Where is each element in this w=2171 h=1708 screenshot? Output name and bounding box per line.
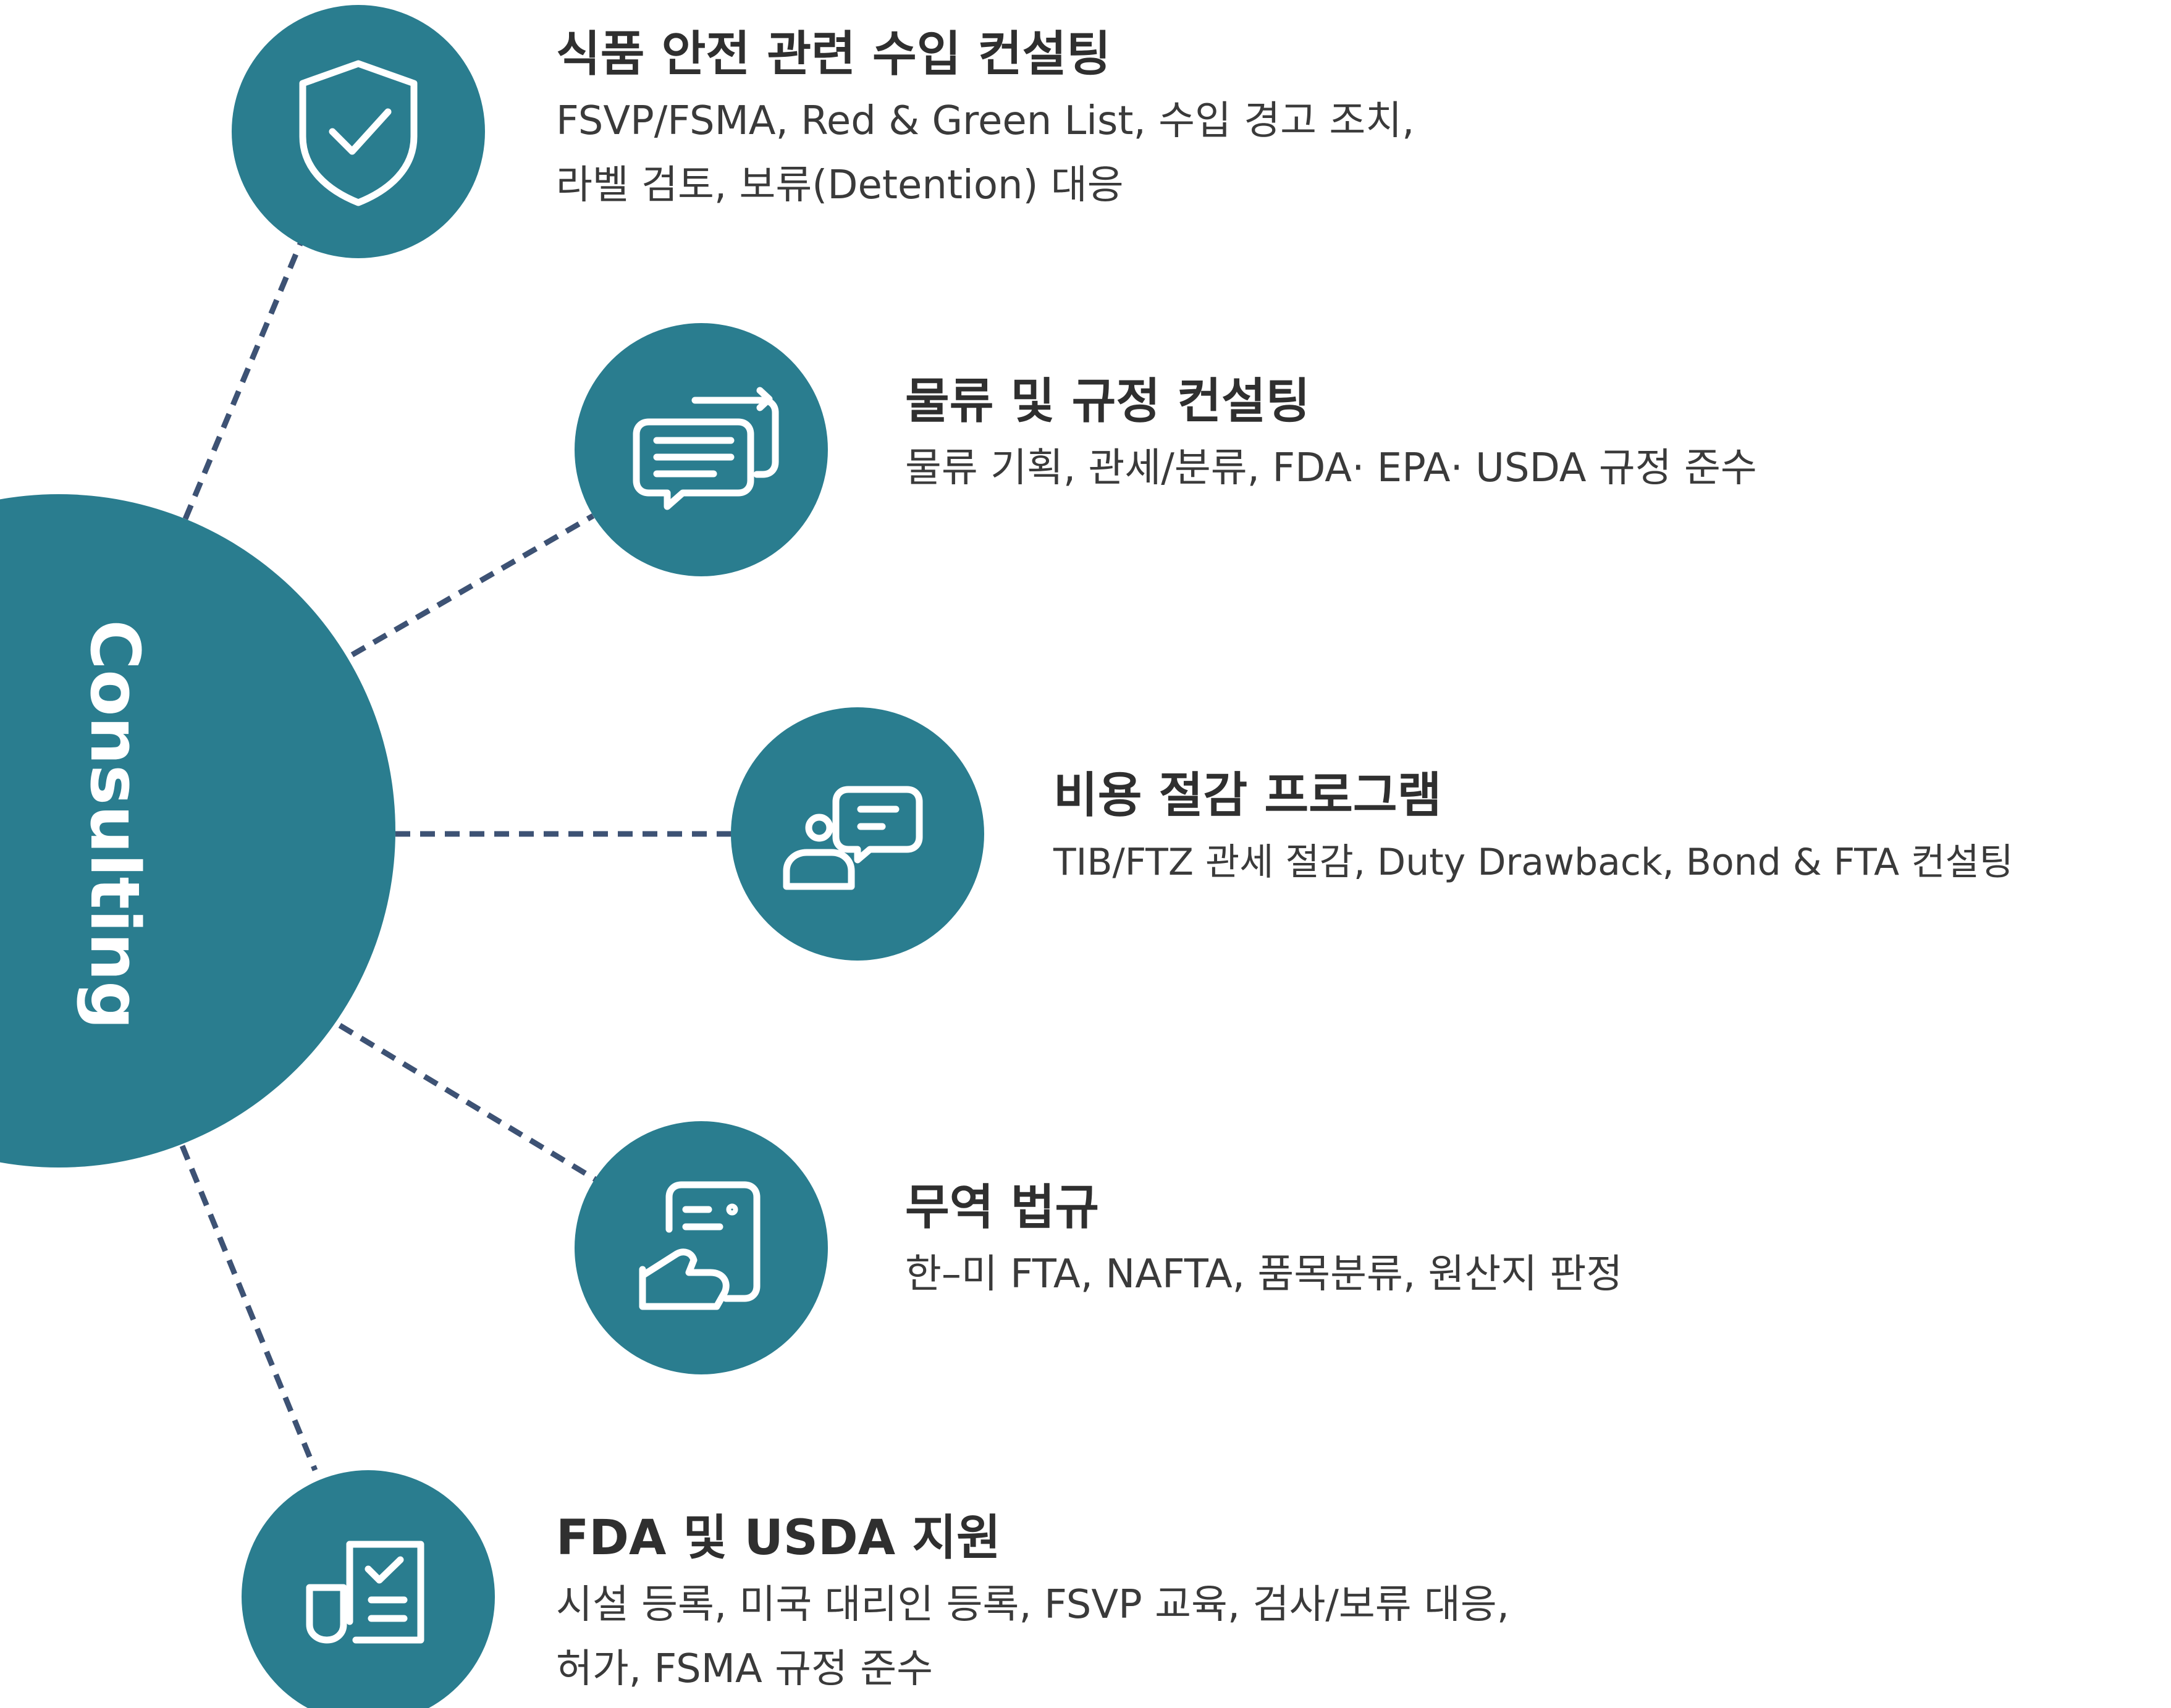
- item-desc-line: FSVP/FSMA, Red & Green List, 수입 경고 조치,: [556, 98, 1415, 144]
- item-title: 비용 절감 프로그램: [1053, 768, 1442, 823]
- checklist-document-icon: [306, 1541, 424, 1644]
- item-title: 무역 법규: [905, 1180, 1100, 1235]
- connector-5: [179, 1145, 318, 1471]
- item-2: 물류 및 규정 컨설팅 물류 기획, 관세/분류, FDA· EPA· USDA…: [905, 371, 1757, 500]
- item-1: 식품 안전 관련 수입 컨설팅 FSVP/FSMA, Red & Green L…: [556, 23, 1414, 217]
- node-circle-2: [575, 323, 828, 576]
- connector-2: [350, 513, 595, 657]
- item-5: FDA 및 USDA 지원 시설 등록, 미국 대리인 등록, FSVP 교육,…: [556, 1507, 1509, 1701]
- shield-check-icon: [299, 60, 418, 206]
- item-desc-line: TIB/FTZ 관세 절감, Duty Drawback, Bond & FTA…: [1053, 841, 2013, 884]
- item-desc-line: 물류 기획, 관세/분류, FDA· EPA· USDA 규정 준수: [905, 445, 1757, 491]
- node-circle-5: [242, 1470, 495, 1708]
- item-desc-line: 한–미 FTA, NAFTA, 품목분류, 원산지 판정: [905, 1252, 1623, 1297]
- item-title: 물류 및 규정 컨설팅: [905, 374, 1310, 429]
- hand-document-icon: [639, 1181, 761, 1310]
- node-circle-4: [575, 1121, 828, 1374]
- item-desc-line: 허가, FSMA 규정 준수: [556, 1646, 933, 1692]
- item-desc-line: 라벨 검토, 보류(Detention) 대응: [556, 162, 1124, 208]
- connector-1: [182, 237, 306, 520]
- item-title: FDA 및 USDA 지원: [556, 1510, 1001, 1566]
- hub-label: Consulting: [75, 620, 154, 1029]
- item-title: 식품 안전 관련 수입 컨설팅: [556, 27, 1111, 82]
- connector-4: [338, 1023, 598, 1182]
- hub-circle: [0, 494, 395, 1167]
- item-4: 무역 법규 한–미 FTA, NAFTA, 품목분류, 원산지 판정: [905, 1177, 1622, 1306]
- person-speech-icon: [783, 786, 923, 890]
- node-circle-1: [232, 5, 485, 258]
- chat-messages-icon: [633, 387, 779, 510]
- item-desc-line: 시설 등록, 미국 대리인 등록, FSVP 교육, 검사/보류 대응,: [556, 1582, 1510, 1628]
- item-3: 비용 절감 프로그램 TIB/FTZ 관세 절감, Duty Drawback,…: [1053, 765, 2013, 894]
- node-circle-3: [731, 707, 984, 961]
